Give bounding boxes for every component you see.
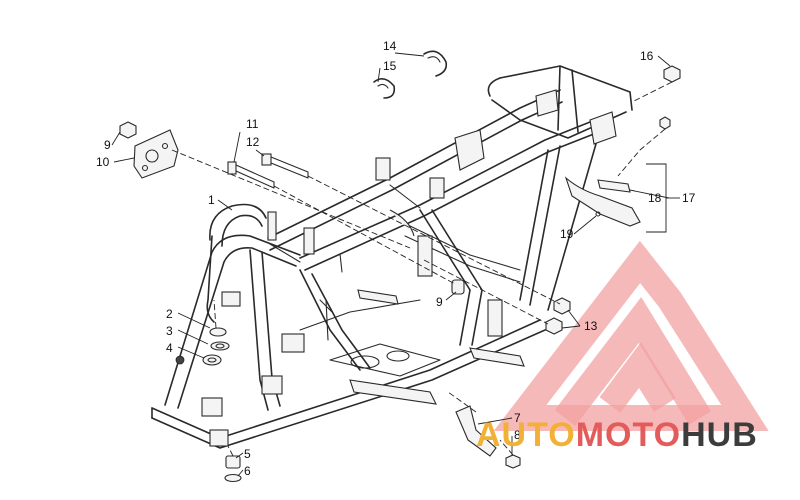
callout-11: 11 <box>246 117 259 131</box>
callout-17: 17 <box>682 191 696 205</box>
callout-15: 15 <box>383 59 397 73</box>
nuts-13 <box>545 297 571 335</box>
callout-5: 5 <box>244 447 251 461</box>
mount-plate-10 <box>133 129 179 179</box>
watermark-logo <box>493 240 769 431</box>
bolt-16 <box>663 65 681 83</box>
callout-9-topleft: 9 <box>104 138 111 152</box>
loose-parts <box>119 50 681 483</box>
bushing-5 <box>225 455 241 469</box>
bolt-8 <box>505 454 521 469</box>
callout-6: 6 <box>244 464 251 478</box>
callout-12: 12 <box>246 135 260 149</box>
callout-8: 8 <box>514 428 521 442</box>
callout-18: 18 <box>648 191 662 205</box>
callout-labels: 1 2 3 4 5 6 7 8 9 9 10 11 12 13 14 15 16… <box>96 39 696 478</box>
watermark-text: AUTOMOTOHUB <box>476 416 758 454</box>
bracket-18 <box>597 179 631 193</box>
watermark-part-hub: HUB <box>681 416 758 454</box>
bracket-7 <box>455 405 497 457</box>
callout-1: 1 <box>208 193 215 207</box>
callout-9-mid: 9 <box>436 295 443 309</box>
callout-4: 4 <box>166 341 173 355</box>
bolt-9-mid <box>451 279 465 295</box>
bracket-19 <box>564 176 641 227</box>
callout-7: 7 <box>514 411 521 425</box>
clamp-15 <box>373 78 396 99</box>
leader-lines <box>111 52 680 477</box>
callout-3: 3 <box>166 324 173 338</box>
atv-frame-drawing <box>151 65 633 449</box>
callout-19: 19 <box>560 227 574 241</box>
callout-13: 13 <box>584 319 598 333</box>
washers-2-3-4 <box>202 327 230 366</box>
clamp-14 <box>423 50 448 77</box>
callout-2: 2 <box>166 307 173 321</box>
bolt-9-topleft <box>119 121 137 139</box>
watermark-part-auto: AUTO <box>476 416 576 454</box>
bolt-12 <box>261 153 309 179</box>
callout-14: 14 <box>383 39 397 53</box>
bolt-11 <box>227 161 275 189</box>
callout-10: 10 <box>96 155 110 169</box>
washer-6 <box>224 473 242 483</box>
callout-16: 16 <box>640 49 654 63</box>
watermark-part-moto: MOTO <box>576 416 681 454</box>
